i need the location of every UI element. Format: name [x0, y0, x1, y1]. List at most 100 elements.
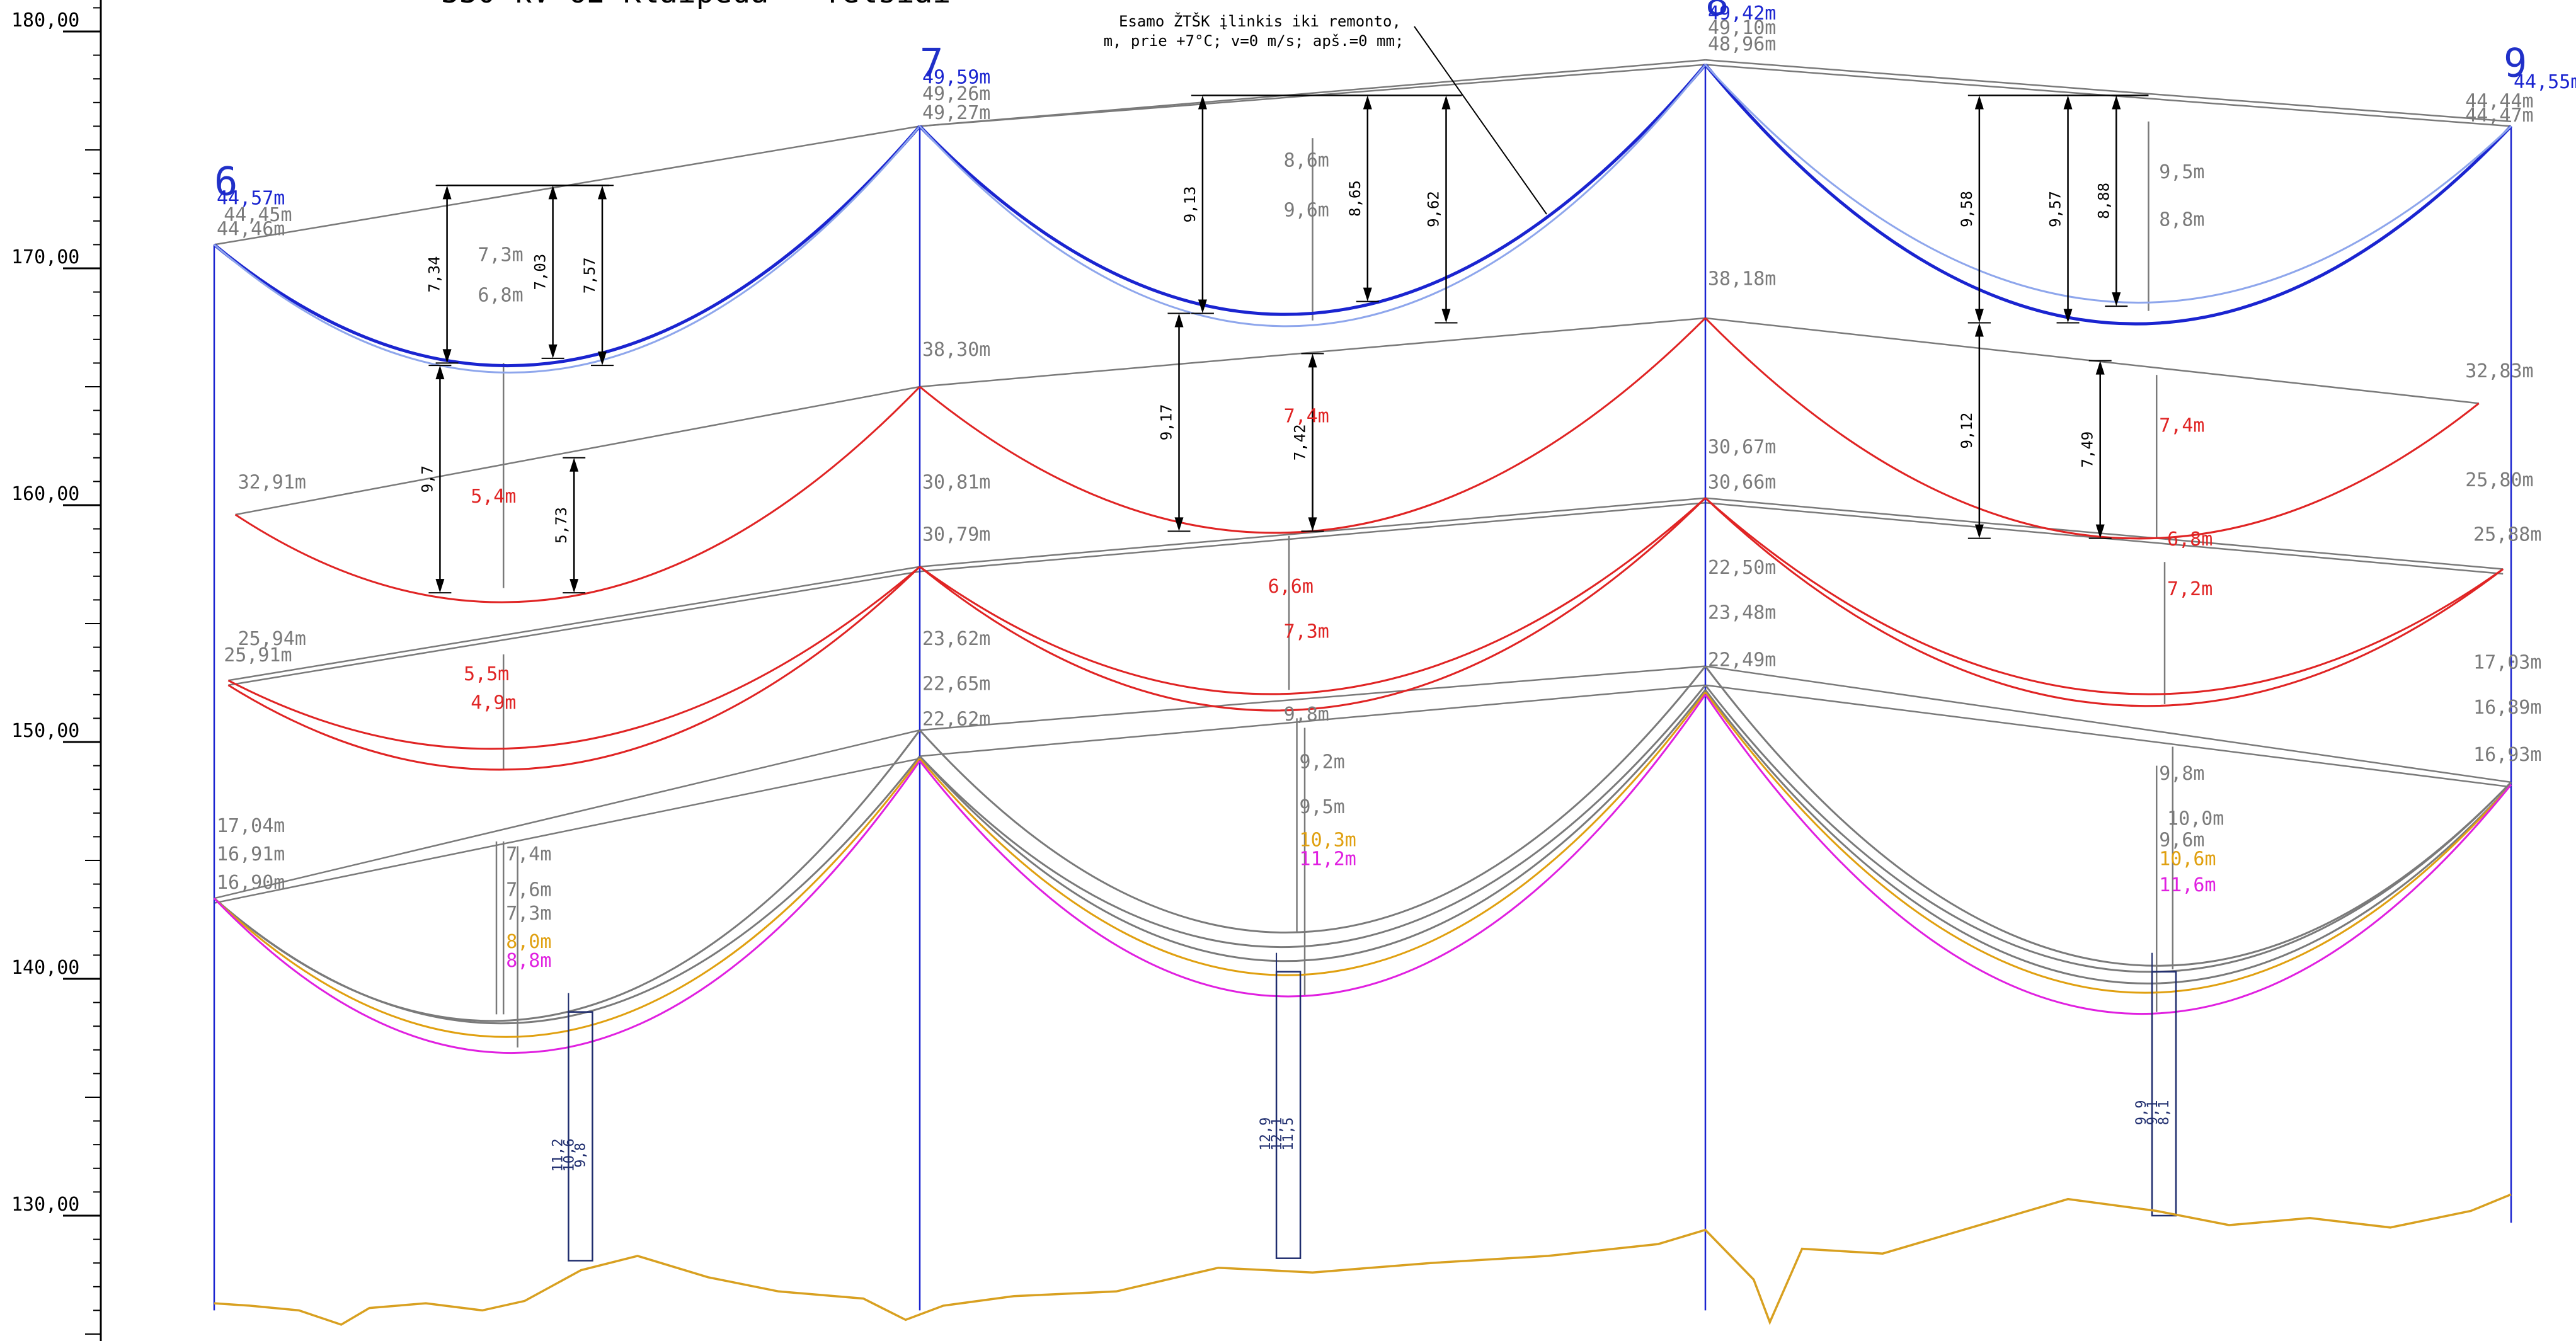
note-line-1: Esamo ŽTŠK įlinkis iki remonto,	[1119, 11, 1401, 30]
dimension-arrow	[442, 185, 452, 200]
dimension-arrow	[1174, 313, 1184, 328]
dimension-arrow	[2095, 524, 2105, 539]
conductor-wire	[213, 758, 921, 1038]
height-label: 7,4m	[1284, 405, 1329, 427]
ground-profile	[214, 1193, 2512, 1326]
axis-tick-label: 130,00	[11, 1194, 79, 1216]
height-label: 10,0m	[2167, 808, 2224, 830]
conductor-wire	[1704, 64, 2512, 304]
height-labels: 44,57m44,45m44,46m49,59m49,26m49,27m49,4…	[217, 3, 2576, 972]
height-label: 49,26m	[922, 83, 990, 105]
height-label: 49,59m	[922, 67, 990, 89]
conductor-wire	[919, 692, 1707, 976]
dimension-label: 9,57	[2047, 191, 2064, 227]
height-label: 22,62m	[922, 709, 990, 731]
axis-tick-label: 160,00	[11, 483, 79, 505]
height-label: 7,4m	[2159, 414, 2204, 437]
crossing-clearance-label: 12,1	[1269, 1117, 1285, 1151]
crossing-column	[1275, 971, 1302, 1259]
height-label: 6,8m	[478, 285, 523, 307]
height-label: 30,67m	[1708, 436, 1776, 458]
dimension-arrow	[2063, 309, 2073, 323]
crossing-clearance-label: 9,1	[2145, 1100, 2161, 1125]
dimension-arrow	[442, 349, 452, 363]
dimension-label: 9,13	[1181, 186, 1199, 223]
dimension-label: 7,34	[426, 256, 444, 293]
chord-lines	[214, 59, 2512, 904]
height-label: 6,8m	[2167, 528, 2212, 551]
dimension-label: 9,62	[1424, 191, 1442, 227]
height-label: 5,4m	[471, 486, 516, 508]
dimension-arrow	[548, 185, 558, 200]
tower-number: 7	[920, 40, 943, 86]
conductor-catenaries	[213, 64, 2512, 1054]
sag-drop-lines	[495, 121, 2174, 1048]
height-label: 25,88m	[2473, 523, 2541, 545]
chord-line	[919, 317, 1706, 388]
conductor-wire	[919, 64, 1707, 328]
height-label: 5,5m	[464, 663, 509, 685]
dimension-label: 7,42	[1291, 424, 1309, 460]
height-label: 44,46m	[217, 218, 285, 240]
crossing-clearance-label: 11,5	[1281, 1117, 1297, 1151]
dimension-arrow	[598, 351, 607, 366]
crossing-objects: 11,210,69,812,912,111,59,99,18,1	[550, 952, 2177, 1262]
height-label: 44,44m	[2465, 90, 2533, 112]
height-label: 9,8m	[1284, 704, 1329, 726]
dimension-label: 9,58	[1958, 191, 1976, 227]
conductor-wire	[234, 385, 921, 603]
height-label: 7,3m	[1284, 621, 1329, 643]
dimension-arrow	[2112, 292, 2121, 307]
height-label: 49,27m	[922, 102, 990, 124]
dimension-arrow	[435, 579, 445, 593]
crossing-column	[568, 1011, 593, 1262]
conductor-wire	[1704, 693, 2512, 1015]
height-label: 8,0m	[506, 931, 551, 953]
axis-tick-label: 180,00	[11, 9, 79, 31]
conductor-wire	[919, 684, 1707, 948]
height-label: 49,10m	[1708, 17, 1776, 39]
height-label: 44,57m	[217, 187, 285, 209]
dimension-label: 7,03	[532, 254, 549, 290]
conductor-wire	[919, 665, 1707, 933]
dimension-arrow	[570, 579, 579, 593]
dimension-label: 9,12	[1958, 413, 1976, 449]
height-label: 7,6m	[506, 879, 551, 901]
tower-number: 9	[2504, 40, 2527, 86]
conductor-wire	[1705, 497, 2504, 695]
height-label: 23,62m	[922, 628, 990, 650]
axis-tick-label: 150,00	[11, 720, 79, 742]
conductor-wire	[214, 125, 921, 374]
conductor-wire	[227, 566, 921, 771]
height-label: 4,9m	[471, 692, 516, 714]
dimension-label: 7,49	[2079, 431, 2097, 468]
conductor-wire	[919, 689, 1707, 962]
crossing-clearance-label: 9,9	[2134, 1100, 2150, 1125]
dimension-label: 7,57	[581, 257, 598, 294]
tower-number: 6	[214, 158, 238, 204]
dimension-label: 9,7	[418, 465, 436, 493]
dimension-arrow	[1974, 524, 1984, 539]
axis-tick-label: 170,00	[11, 246, 79, 268]
height-label: 8,8m	[506, 950, 551, 972]
conductor-wire	[919, 64, 1707, 316]
crossing-clearance-label: 8,1	[2156, 1100, 2172, 1125]
dimension-label: 8,88	[2095, 183, 2112, 219]
drawing-title: 330 kV 62 Klaipėda – Telšiai	[441, 0, 951, 10]
height-label: 9,5m	[2159, 161, 2204, 183]
height-label: 25,94m	[238, 628, 306, 650]
dimension-arrow	[548, 344, 558, 358]
height-label: 11,2m	[1300, 848, 1356, 870]
dimension-arrow	[1441, 309, 1451, 323]
crossing-clearance-label: 10,6	[561, 1139, 577, 1172]
chord-line	[214, 729, 920, 899]
chord-line	[1705, 497, 2504, 570]
conductor-wire	[227, 566, 920, 750]
height-label: 9,5m	[1300, 796, 1345, 818]
dimension-arrow	[1308, 517, 1317, 532]
dimension-arrow	[1363, 95, 1372, 110]
height-label: 30,66m	[1708, 472, 1776, 494]
